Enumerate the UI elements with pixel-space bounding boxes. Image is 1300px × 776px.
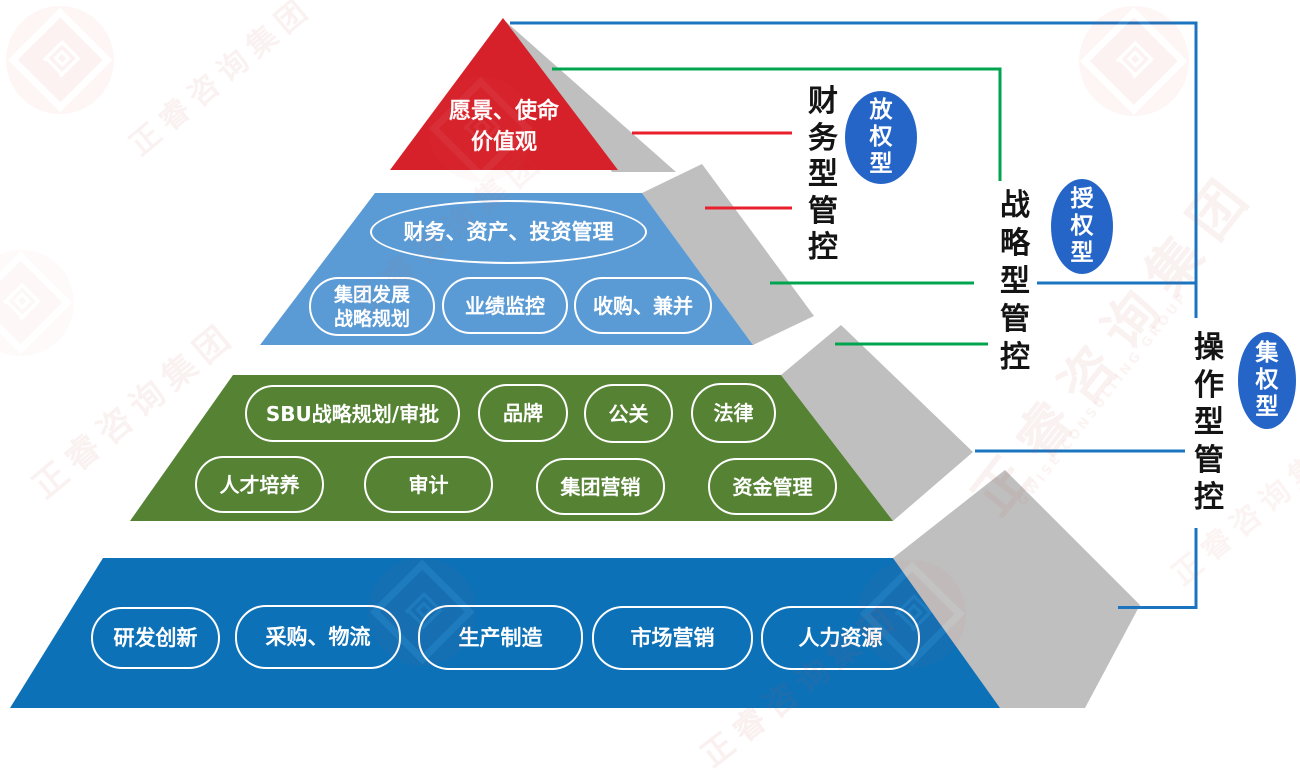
- authorization-type-text: 授权型: [1070, 186, 1094, 266]
- green-connector-group: [552, 67, 1002, 346]
- treasury-management-pill: 资金管理: [708, 458, 837, 515]
- group-marketing-pill: 集团营销: [536, 458, 665, 515]
- level2-shadow: [642, 164, 814, 345]
- vision-line-1: 愿景、使命: [448, 99, 559, 124]
- authorization-type-badge: 授权型: [1051, 179, 1113, 274]
- delegation-type-badge: 放权型: [845, 91, 917, 184]
- rnd-innovation-pill: 研发创新: [91, 607, 220, 669]
- level4-shadow: [893, 470, 1140, 708]
- sbu-strategy-approval-pill: SBU战略规划/审批: [245, 385, 460, 442]
- performance-monitoring-pill: 业绩监控: [442, 277, 568, 334]
- brand-pill: 品牌: [478, 384, 568, 442]
- procurement-logistics-pill: 采购、物流: [235, 605, 401, 669]
- vision-mission-label: 愿景、使命 价值观: [393, 96, 615, 158]
- finance-asset-investment-pill: 财务、资产、投资管理: [370, 200, 647, 264]
- centralization-type-text: 集权型: [1255, 340, 1279, 420]
- market-sales-pill: 市场营销: [592, 606, 753, 670]
- human-resources-pill: 人力资源: [761, 606, 920, 670]
- operational-control-label: 操作型管控: [1194, 330, 1224, 515]
- level1-vision-triangle: [390, 18, 618, 170]
- level4-trapezoid: [10, 558, 1000, 708]
- level3-shadow: [781, 325, 973, 521]
- audit-pill: 审计: [364, 456, 493, 513]
- group-strategy-planning-pill: 集团发展战略规划: [309, 277, 435, 336]
- red-connector-group: [632, 131, 792, 210]
- manufacturing-pill: 生产制造: [418, 605, 583, 670]
- group-strategy-planning-text: 集团发展战略规划: [333, 283, 410, 330]
- legal-pill: 法律: [691, 383, 776, 443]
- centralization-type-badge: 集权型: [1238, 332, 1296, 429]
- financial-control-label: 财务型管控: [808, 84, 838, 265]
- delegation-type-text: 放权型: [869, 97, 893, 177]
- merger-acquisition-pill: 收购、兼并: [574, 277, 712, 334]
- talent-development-pill: 人才培养: [195, 456, 324, 513]
- strategic-control-label: 战略型管控: [1000, 188, 1030, 375]
- public-relations-pill: 公关: [584, 384, 673, 443]
- blue-connector-group: [510, 21, 1198, 609]
- vision-line-2: 价值观: [470, 130, 537, 155]
